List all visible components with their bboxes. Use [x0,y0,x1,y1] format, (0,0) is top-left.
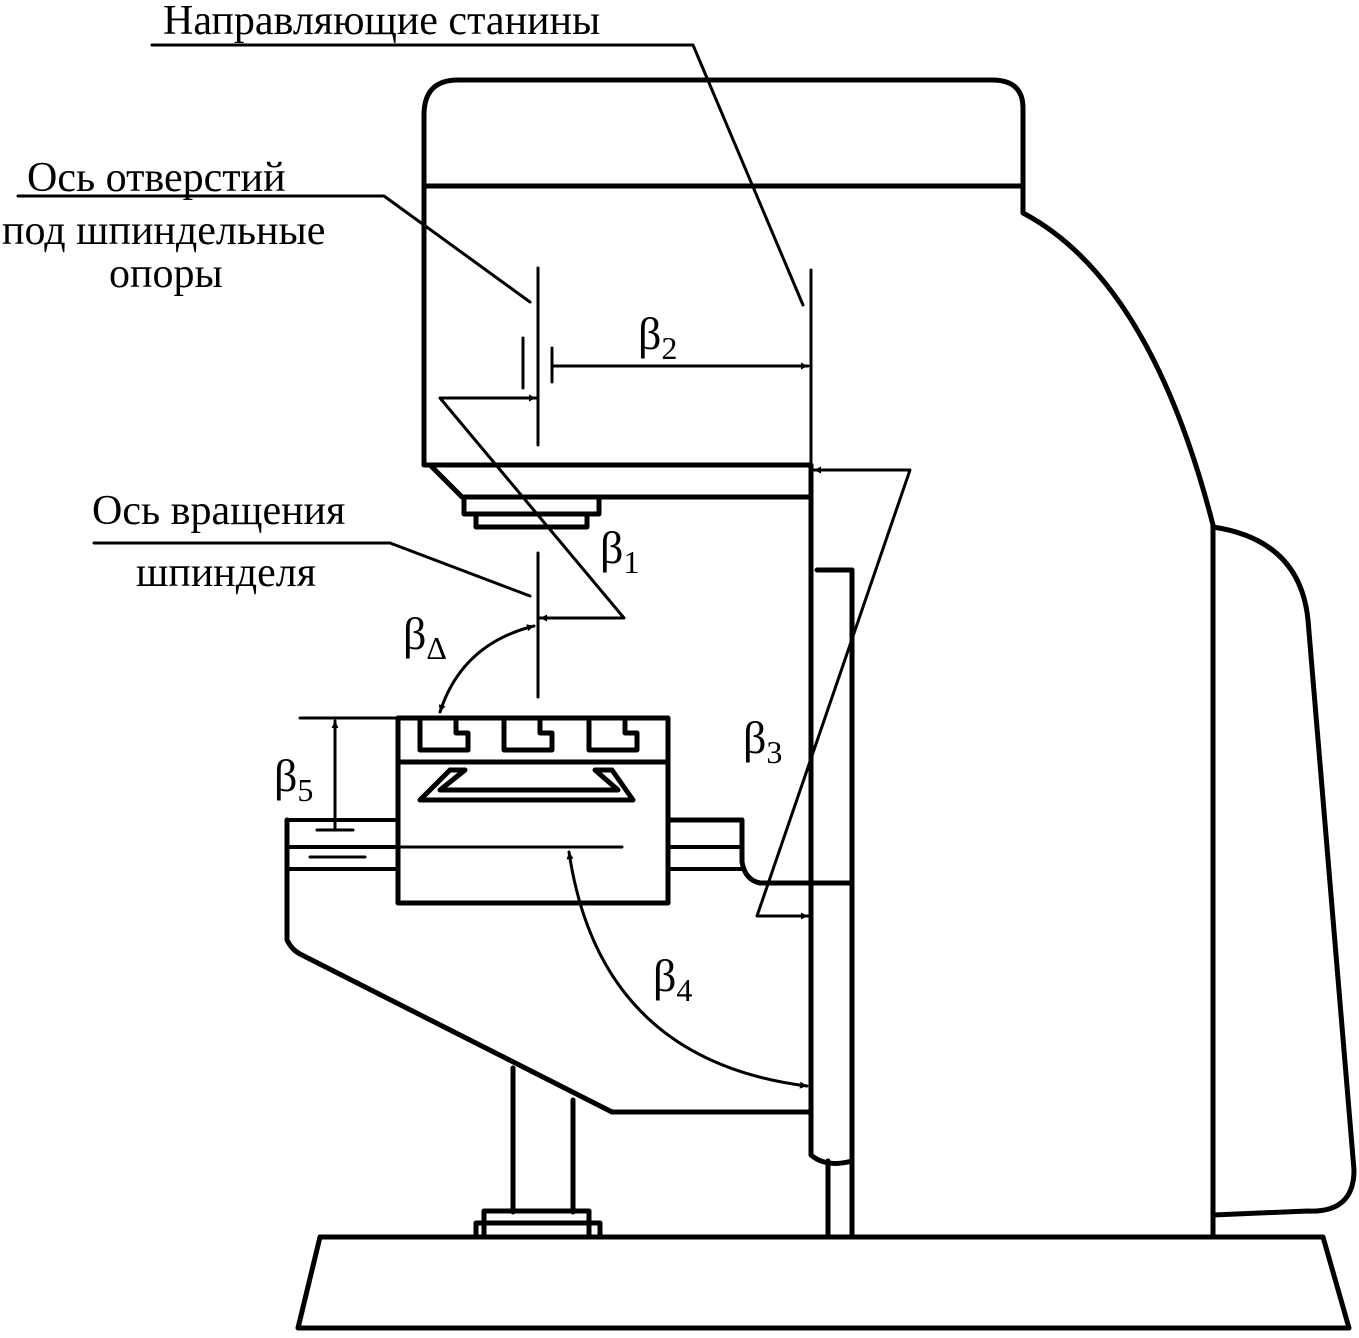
label-hole-axis-3: опоры [109,251,223,297]
label-beta2: β2 [638,308,678,366]
label-beta5: β5 [274,750,314,808]
knee-console [284,817,814,1115]
leader-spindle-axis [92,541,532,598]
beta4-arc [566,850,809,1089]
frame-guide-rail [814,567,855,1240]
column-body [1020,184,1216,1240]
beta1-construction [438,394,626,622]
leader-frame-guides [150,43,805,307]
work-table [395,715,671,906]
label-hole-axis-1: Ось отверстий [27,155,286,201]
saddle-right [667,817,763,886]
t-slot-2 [501,715,555,753]
label-hole-axis-2: под шпиндельные [2,208,326,254]
t-slot-3 [586,715,640,753]
column-back [1210,524,1357,1218]
leader-hole-axis [16,194,532,304]
label-beta3: β3 [743,712,783,770]
t-slot-1 [417,715,471,753]
label-beta4: β4 [653,950,693,1008]
label-frame-guides: Направляющие станины [163,0,601,44]
support-foot-lower [473,1220,603,1240]
label-beta-delta: βΔ [403,608,447,666]
beta3-construction [755,466,912,920]
base-plate [295,1234,1352,1331]
head-bottom-ledge [427,462,814,500]
label-spindle-axis-2: шпинделя [136,550,317,596]
label-spindle-axis-1: Ось вращения [92,488,346,534]
beta-delta-arc [438,624,536,714]
label-beta1: β1 [600,522,640,580]
dovetail-slide [417,767,636,803]
